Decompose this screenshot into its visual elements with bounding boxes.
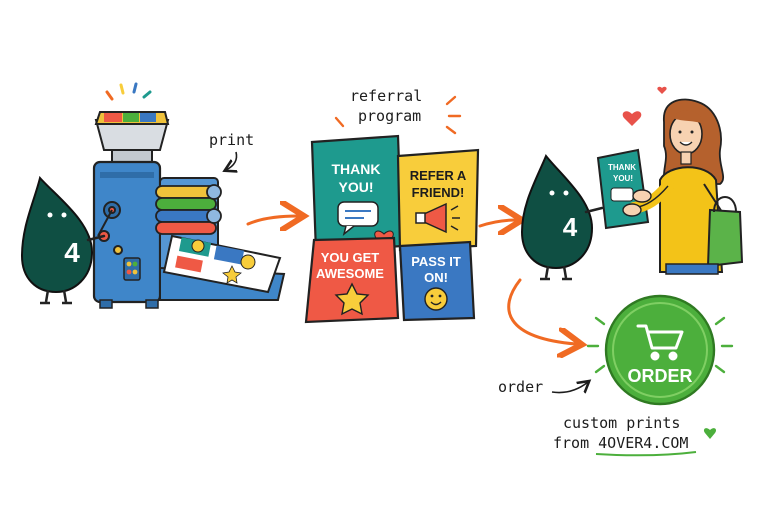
- cart-icon: [636, 324, 684, 361]
- speech-bubble-icon: [337, 201, 379, 236]
- arrow-to-cards: [246, 216, 298, 224]
- order-button[interactable]: ORDER: [586, 294, 734, 406]
- order-label: order: [498, 378, 543, 396]
- custom-prints-line2: from 4OVER4.COM: [553, 434, 688, 452]
- underline: [595, 451, 697, 457]
- printing-press-icon: [92, 82, 286, 309]
- svg-text:YOU GET: YOU GET: [321, 250, 380, 265]
- svg-text:4: 4: [563, 212, 578, 242]
- card-refer-friend: REFER A FRIEND!: [396, 148, 480, 252]
- star-icon: [334, 282, 370, 316]
- arrow-to-handoff: [478, 220, 516, 226]
- heart-icon: [657, 86, 667, 94]
- referral-accent-marks: [334, 95, 462, 135]
- svg-text:PASS IT: PASS IT: [411, 254, 461, 269]
- order-button-label[interactable]: ORDER: [627, 366, 692, 386]
- svg-text:THANK: THANK: [608, 163, 636, 172]
- mascot-left: 4: [20, 175, 106, 305]
- svg-text:AWESOME: AWESOME: [316, 266, 384, 281]
- mascot-right: 4: [520, 154, 604, 281]
- card-you-get-awesome: YOU GET AWESOME: [304, 236, 400, 324]
- svg-text:THANK: THANK: [332, 161, 381, 177]
- card-held: THANK YOU!: [596, 148, 650, 230]
- heart-icon: [703, 428, 717, 439]
- svg-text:REFER A: REFER A: [410, 168, 467, 183]
- svg-text:YOU!: YOU!: [339, 179, 374, 195]
- svg-text:FRIEND!: FRIEND!: [412, 185, 465, 200]
- mascot-number: 4: [64, 237, 80, 268]
- smiley-icon: [424, 287, 448, 311]
- megaphone-icon: [415, 202, 460, 234]
- referral-label-line1: referral: [350, 87, 422, 105]
- custom-prints-line1: custom prints: [563, 414, 680, 432]
- heart-icon: [622, 111, 642, 126]
- arrow-to-order: [507, 278, 576, 344]
- svg-text:YOU!: YOU!: [613, 174, 633, 183]
- print-label: print: [209, 131, 254, 149]
- svg-text:ON!: ON!: [424, 270, 448, 285]
- love-hearts: [622, 86, 667, 126]
- card-thank-you: THANK YOU!: [310, 134, 404, 254]
- customer-woman: [622, 98, 744, 275]
- card-pass-it-on: PASS IT ON!: [398, 240, 476, 322]
- referral-label-line2: program: [358, 107, 421, 125]
